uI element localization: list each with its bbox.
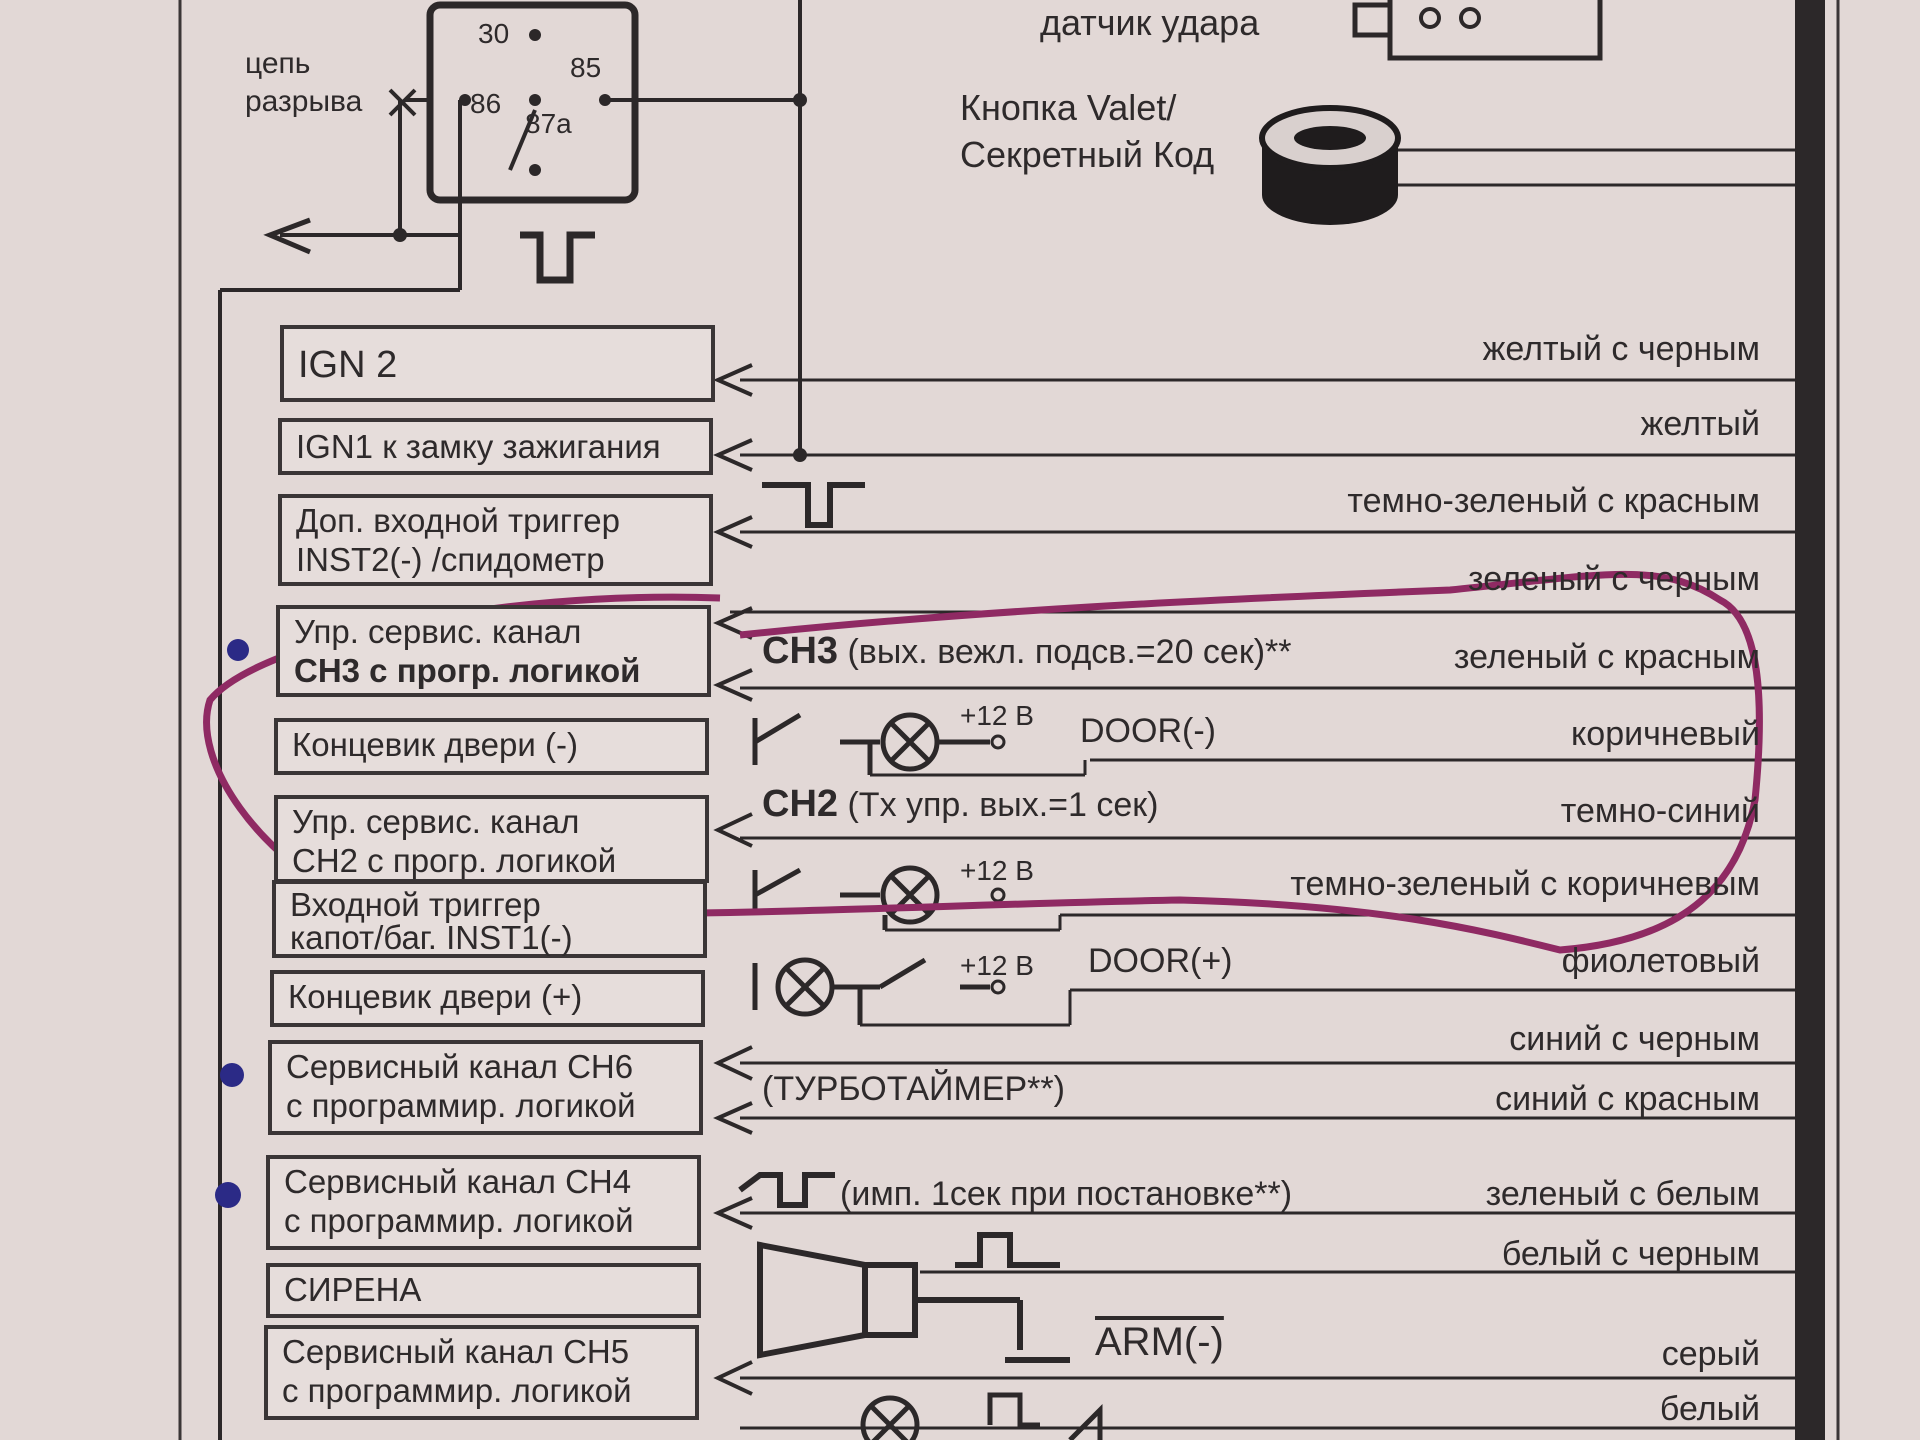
box-inst1-line2: капот/баг. INST1(-): [290, 919, 573, 956]
box-ch4-line2: с программир. логикой: [284, 1201, 634, 1239]
signal-door-plus: DOOR(+): [1088, 942, 1233, 980]
arrow-left-icon: [713, 1360, 753, 1396]
signal-door-minus: DOOR(-): [1080, 712, 1216, 750]
arrow-left-icon: [713, 363, 753, 397]
signal-ch3: CH3 (вых. вежл. подсв.=20 сек)**: [762, 630, 1292, 673]
box-ign1-label: IGN1 к замку зажигания: [296, 428, 661, 465]
pulse-icon: [520, 231, 595, 284]
box-ch4: Сервисный канал CH4 с программир. логико…: [266, 1155, 701, 1250]
siren-icon: [757, 1232, 1070, 1363]
wire-color-0: желтый с черным: [1482, 330, 1760, 368]
hand-drawn-circle: [203, 570, 1763, 954]
door-plus-switch: [752, 957, 1072, 1027]
box-siren-label: СИРЕНА: [284, 1271, 422, 1308]
box-ch5-line1: Сервисный канал CH5: [282, 1333, 630, 1370]
box-inst1-line1: Входной триггер: [290, 886, 541, 923]
arrow-left-icon: [713, 812, 753, 848]
relay-pin-30: 30: [478, 18, 510, 49]
box-ch6-line1: Сервисный канал CH6: [286, 1048, 634, 1085]
relay-pin-86: 86: [470, 88, 502, 119]
connector-bar: [1795, 0, 1825, 1440]
box-ch2: Упр. сервис. канал CH2 с прогр. логикой: [274, 795, 709, 883]
arrow-left-icon: [713, 1196, 753, 1230]
wire-color-5: коричневый: [1571, 715, 1760, 753]
relay-body: [426, 1, 639, 204]
signal-ch4-note: (имп. 1сек при постановке**): [840, 1175, 1293, 1213]
door-minus-switch: [752, 712, 1087, 777]
box-ch6: Сервисный канал CH6 с программир. логико…: [268, 1040, 703, 1135]
ink-dot: [220, 1063, 244, 1087]
box-inst1: Входной триггер капот/баг. INST1(-): [272, 880, 707, 958]
relay-pin-85: 85: [570, 52, 602, 83]
wire-color-14: белый: [1659, 1390, 1760, 1428]
ink-dot: [215, 1182, 241, 1208]
signal-ch2: CH2 (Tx упр. вых.=1 сек): [762, 783, 1159, 826]
box-inst2-line1: Доп. входной триггер: [296, 502, 620, 539]
wire-color-2: темно-зеленый с красным: [1347, 482, 1760, 520]
signal-ch2-note: (Tx упр. вых.=1 сек): [847, 786, 1159, 824]
signal-arm: ARM(-): [1095, 1320, 1224, 1364]
box-ign2: IGN 2: [280, 325, 715, 402]
arrow-left-icon: [713, 1045, 753, 1081]
valet-line1: Кнопка Valet/: [960, 87, 1177, 128]
box-ch3-line1: Упр. сервис. канал: [294, 613, 582, 650]
arrow-left-icon: [263, 217, 311, 255]
relay-pin-87a: 87a: [525, 108, 572, 139]
wire-color-11: зеленый с белым: [1485, 1175, 1760, 1213]
ink-dot: [227, 639, 249, 661]
bottom-lamp-icon: [860, 1392, 1103, 1440]
box-ch5: Сервисный канал CH5 с программир. логико…: [264, 1325, 699, 1420]
break-circuit-line2: разрыва: [245, 84, 363, 118]
signal-turbo: (ТУРБОТАЙМЕР**): [762, 1070, 1065, 1108]
wire-color-7: темно-зеленый с коричневым: [1290, 865, 1760, 903]
wire-color-6: темно-синий: [1560, 792, 1760, 830]
arrow-left-icon: [713, 1101, 753, 1135]
box-ch4-line1: Сервисный канал CH4: [284, 1163, 632, 1200]
plus12-b: +12 В: [960, 855, 1034, 886]
shock-sensor-label: датчик удара: [1040, 2, 1260, 43]
arrow-left-icon: [713, 668, 753, 702]
box-ch6-line2: с программир. логикой: [286, 1086, 636, 1124]
box-ch3: Упр. сервис. канал CH3 с прогр. логикой: [276, 605, 711, 697]
valet-line2: Секретный Код: [960, 133, 1215, 175]
arrow-left-icon: [713, 438, 753, 472]
wire-color-10: синий с красным: [1495, 1080, 1760, 1118]
wire-color-12: белый с черным: [1501, 1235, 1760, 1273]
box-door-plus: Концевик двери (+): [270, 970, 705, 1027]
plus12-a: +12 В: [960, 700, 1034, 731]
pulse-icon: [762, 482, 865, 528]
box-ch2-line2: CH2 с прогр. логикой: [292, 841, 617, 879]
break-circuit-label: цепь разрыва: [245, 45, 362, 120]
box-ign2-label: IGN 2: [298, 344, 398, 386]
break-circuit-line1: цепь: [245, 47, 311, 80]
box-door-minus: Концевик двери (-): [274, 718, 709, 775]
signal-ch3-note: (вых. вежл. подсв.=20 сек)**: [847, 633, 1292, 671]
box-ch3-line2: CH3 с прогр. логикой: [294, 651, 641, 689]
box-ch2-line1: Упр. сервис. канал: [292, 803, 580, 840]
signal-ch2-name: CH2: [762, 783, 839, 825]
plus12-c: +12 В: [960, 950, 1034, 981]
wire-color-1: желтый: [1640, 405, 1760, 443]
pulse-icon: [738, 1172, 835, 1208]
wire-color-3: зеленый с черным: [1468, 560, 1760, 598]
box-door-minus-label: Концевик двери (-): [292, 726, 578, 763]
box-inst2-line2: INST2(-) /спидометр: [296, 540, 605, 578]
arrow-left-icon: [713, 515, 753, 549]
box-ch5-line2: с программир. логикой: [282, 1371, 632, 1409]
box-door-plus-label: Концевик двери (+): [288, 978, 583, 1015]
box-ign1: IGN1 к замку зажигания: [278, 418, 713, 475]
wire-color-8: фиолетовый: [1561, 942, 1760, 980]
wire-color-13: серый: [1661, 1335, 1760, 1373]
wire-color-4: зеленый с красным: [1453, 638, 1760, 676]
signal-ch3-name: CH3: [762, 630, 839, 672]
valet-label: Кнопка Valet/ Секретный Код: [960, 85, 1214, 179]
box-siren: СИРЕНА: [266, 1263, 701, 1318]
shock-sensor-icon: [1387, 0, 1603, 61]
wire-color-9: синий с черным: [1509, 1020, 1760, 1058]
box-inst2: Доп. входной триггер INST2(-) /спидометр: [278, 494, 713, 586]
